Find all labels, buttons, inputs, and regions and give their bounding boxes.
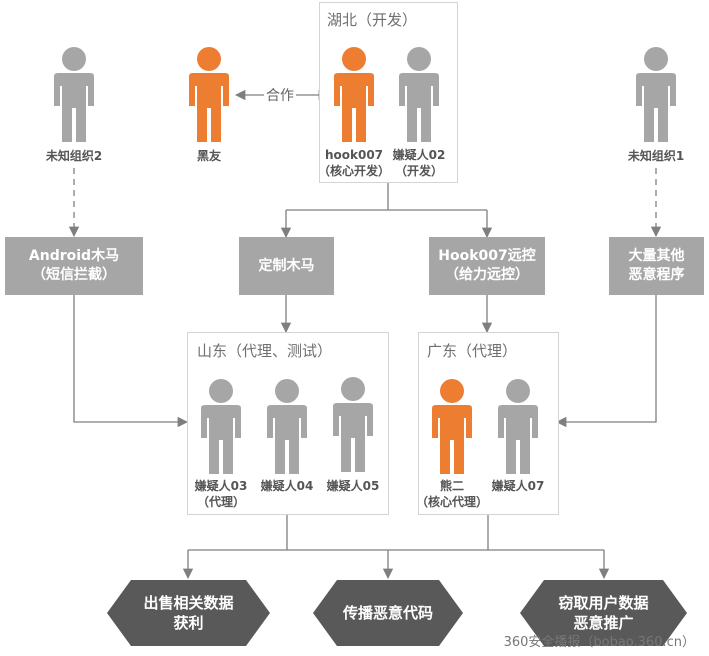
person-suspect02-icon bbox=[399, 47, 439, 142]
person-suspect07-icon bbox=[498, 379, 538, 474]
label-unknown1: 未知组织1 bbox=[627, 149, 685, 163]
box-hook-line1: Hook007远控 bbox=[438, 248, 536, 264]
box-malware-line1: 大量其他 bbox=[628, 248, 685, 264]
coop-label: 合作 bbox=[264, 85, 296, 105]
hex-shape bbox=[520, 580, 687, 646]
outcome-spread-text: 传播恶意代码 bbox=[342, 604, 433, 622]
label-xiong2-role: （核心代理） bbox=[415, 495, 488, 509]
malware-to-guangdong bbox=[555, 295, 657, 428]
person-suspect05-icon bbox=[333, 377, 373, 472]
hubei-branch bbox=[285, 182, 488, 236]
android-to-shandong bbox=[73, 295, 189, 428]
box-android-trojan: Android木马 （短信拦截） bbox=[5, 237, 143, 295]
group-title-guangdong: 广东（代理） bbox=[427, 342, 518, 360]
hex-shape bbox=[107, 580, 270, 646]
outcome-steal-text: 窃取用户数据 恶意推广 bbox=[558, 594, 649, 632]
label-suspect03-role: （代理） bbox=[196, 495, 245, 509]
label-heiyou: 黑友 bbox=[196, 149, 221, 163]
person-unknown2-icon bbox=[54, 47, 94, 142]
box-android-line2: （短信拦截） bbox=[32, 267, 116, 283]
box-custom-trojan: 定制木马 bbox=[239, 237, 334, 295]
label-hook007-role: （核心开发） bbox=[317, 164, 390, 178]
watermark: 360安全播报（bobao.360.cn） bbox=[503, 635, 695, 650]
hex-shape bbox=[313, 580, 463, 646]
label-suspect02-name: 嫌疑人02 bbox=[392, 148, 446, 162]
group-title-hubei: 湖北（开发） bbox=[327, 11, 418, 29]
label-unknown2: 未知组织2 bbox=[45, 149, 103, 163]
label-suspect02-role: （开发） bbox=[394, 164, 443, 178]
box-other-malware: 大量其他 恶意程序 bbox=[609, 237, 704, 295]
box-hook-line2: （给力远控） bbox=[445, 267, 529, 283]
label-xiong2-name: 熊二 bbox=[439, 479, 464, 493]
label-hook007: hook007 （核心开发） bbox=[304, 147, 404, 179]
label-suspect02: 嫌疑人02 （开发） bbox=[369, 147, 469, 179]
label-suspect03-name: 嫌疑人03 bbox=[194, 479, 248, 493]
person-hook007-icon bbox=[334, 47, 374, 142]
label-suspect04: 嫌疑人04 bbox=[260, 479, 314, 493]
label-suspect03: 嫌疑人03 （代理） bbox=[171, 478, 271, 510]
person-xiong2-icon bbox=[432, 379, 472, 474]
box-hook-remote: Hook007远控 （给力远控） bbox=[429, 237, 545, 295]
person-suspect03-icon bbox=[201, 379, 241, 474]
label-hook007-name: hook007 bbox=[324, 148, 384, 162]
person-suspect04-icon bbox=[267, 379, 307, 474]
label-suspect05: 嫌疑人05 bbox=[326, 479, 380, 493]
outcome-sell-data: 出售相关数据 获利 bbox=[107, 580, 270, 646]
label-suspect07: 嫌疑人07 bbox=[491, 479, 545, 493]
person-unknown1-icon bbox=[636, 47, 676, 142]
box-malware-line2: 恶意程序 bbox=[628, 267, 685, 283]
box-android-line1: Android木马 bbox=[28, 248, 120, 264]
label-xiong2: 熊二 （核心代理） bbox=[402, 478, 502, 510]
outcome-sell-text: 出售相关数据 获利 bbox=[143, 594, 234, 632]
group-title-shandong: 山东（代理、测试） bbox=[197, 342, 333, 360]
outcome-spread-code: 传播恶意代码 bbox=[313, 580, 463, 646]
person-heiyou-icon bbox=[189, 47, 229, 142]
outcome-steal-data: 窃取用户数据 恶意推广 bbox=[520, 580, 687, 646]
